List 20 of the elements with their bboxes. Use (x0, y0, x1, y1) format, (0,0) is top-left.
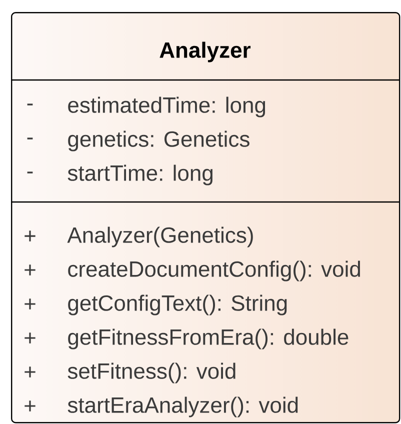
member-text: getConfigText(): String (68, 294, 287, 316)
member-text: estimatedTime: long (68, 96, 266, 118)
visibility-marker: - (27, 138, 33, 140)
member-text: getFitnessFromEra(): double (68, 328, 348, 350)
member-text: genetics: Genetics (68, 130, 250, 152)
class-name: Analyzer (160, 42, 250, 62)
visibility-marker: + (24, 400, 36, 412)
visibility-marker: - (27, 104, 33, 106)
visibility-marker: + (24, 230, 36, 242)
member-text: startTime: long (68, 164, 212, 186)
visibility-marker: + (24, 298, 36, 310)
visibility-marker: + (24, 366, 36, 378)
visibility-marker: + (24, 332, 36, 344)
member-text: Analyzer(Genetics) (67, 226, 253, 248)
class-box (11, 12, 400, 424)
visibility-marker: + (24, 264, 36, 276)
member-text: setFitness(): void (68, 362, 236, 384)
member-text: startEraAnalyzer(): void (68, 396, 298, 418)
visibility-marker: - (27, 172, 33, 174)
member-text: createDocumentConfig(): void (68, 260, 360, 282)
